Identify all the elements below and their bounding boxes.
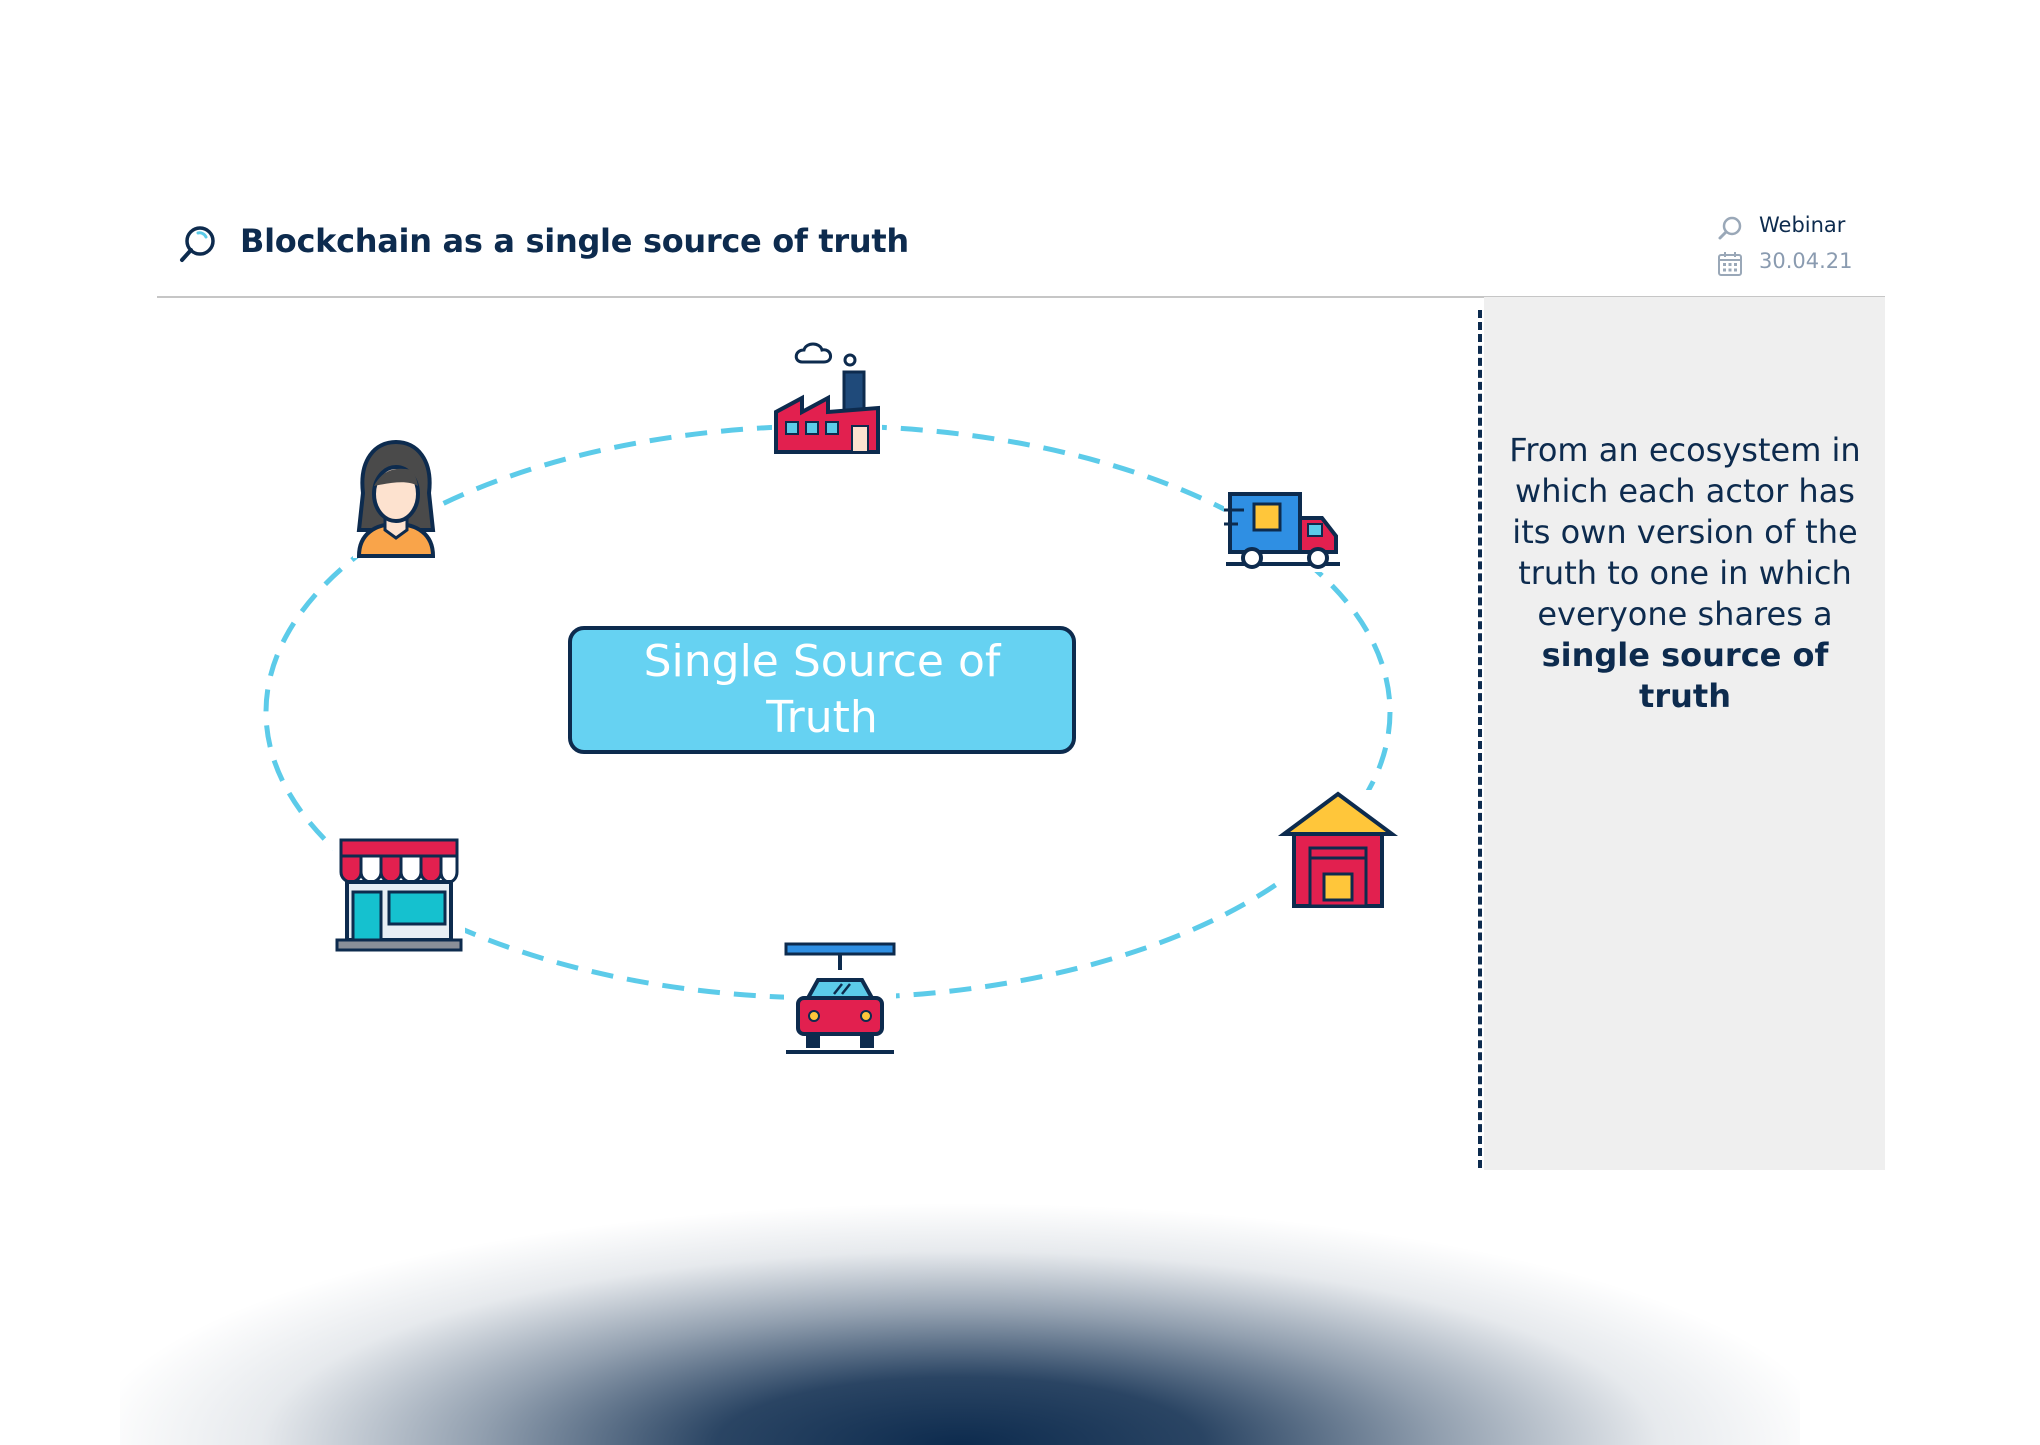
ecosystem-diagram xyxy=(263,342,1399,1058)
header-divider xyxy=(157,296,1885,298)
page-title: Blockchain as a single source of truth xyxy=(240,222,909,260)
side-panel-body: From an ecosystem in which each actor ha… xyxy=(1509,431,1861,633)
warehouse-icon xyxy=(1277,790,1399,908)
magnifier-logo-icon xyxy=(180,226,215,262)
side-panel xyxy=(1484,297,1885,1170)
magnifier-small-icon xyxy=(1718,216,1742,240)
single-source-of-truth-box: Single Source of Truth xyxy=(568,626,1076,754)
event-label: Webinar xyxy=(1759,213,1846,237)
vertical-dashed-divider xyxy=(1478,310,1482,1168)
side-panel-text: From an ecosystem in which each actor ha… xyxy=(1500,430,1870,717)
delivery-truck-icon xyxy=(1224,488,1342,572)
calendar-icon xyxy=(1718,252,1742,276)
center-label: Single Source of Truth xyxy=(643,636,1001,743)
side-panel-emphasis: single source of truth xyxy=(1541,636,1829,715)
woman-icon xyxy=(353,438,437,558)
store-icon xyxy=(333,836,465,956)
event-date: 30.04.21 xyxy=(1759,249,1853,273)
factory-icon xyxy=(772,342,882,458)
assembly-car-icon xyxy=(784,942,896,1058)
ecosystem-ring xyxy=(263,423,1393,1001)
